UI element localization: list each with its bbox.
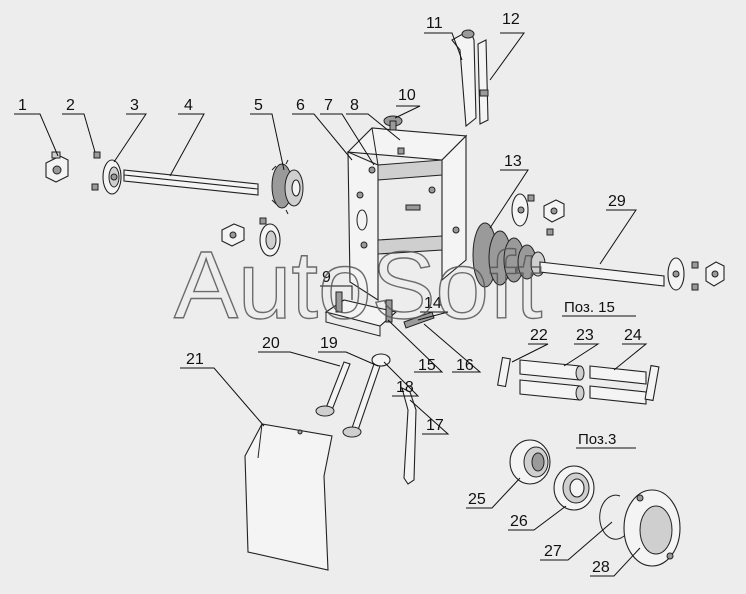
part-4-hex-shaft — [123, 169, 259, 196]
part-21-shield — [244, 423, 333, 571]
callout-12: 12 — [502, 11, 520, 28]
part-20-pin — [315, 361, 351, 417]
callout-5: 5 — [254, 97, 263, 114]
callout-29: 29 — [608, 193, 626, 210]
part-27-circlip — [599, 494, 625, 540]
part-15-base-plate — [324, 291, 398, 337]
callout-16: 16 — [456, 357, 474, 374]
callout-17: 17 — [426, 417, 444, 434]
part-29-right-shaft — [539, 257, 725, 291]
callout-10: 10 — [398, 87, 416, 104]
callout-8: 8 — [350, 97, 359, 114]
part-11-bracket — [451, 29, 477, 128]
callout-23: 23 — [576, 327, 594, 344]
callout-19: 19 — [320, 335, 338, 352]
part-3-bearing-flange — [91, 159, 122, 195]
part-25-bushing — [509, 439, 551, 485]
callout-4: 4 — [184, 97, 193, 114]
note-poz15: Поз. 15 — [564, 299, 615, 316]
callout-11: 11 — [426, 15, 443, 32]
callout-25: 25 — [468, 491, 486, 508]
callout-15: 15 — [418, 357, 436, 374]
part-12-rod — [477, 39, 489, 125]
part-13-cone-sprocket — [472, 222, 546, 288]
callout-7: 7 — [324, 97, 333, 114]
part-28-housing-cover — [623, 489, 681, 567]
callout-26: 26 — [510, 513, 528, 530]
callout-2: 2 — [66, 97, 75, 114]
callout-24: 24 — [624, 327, 642, 344]
part-bearing-set-right-upper — [511, 193, 565, 236]
callout-21: 21 — [186, 351, 204, 368]
callout-14: 14 — [424, 295, 442, 312]
callout-1: 1 — [18, 97, 27, 114]
part-bearing-set-left — [221, 217, 281, 257]
callout-22: 22 — [530, 327, 548, 344]
part-1-end-cap — [45, 151, 69, 183]
note-poz3: Поз.3 — [578, 431, 616, 448]
detail-poz15-rollers — [496, 356, 660, 405]
part-19-pin — [342, 353, 391, 438]
callout-27: 27 — [544, 543, 562, 560]
watermark-text: AutoSoft — [174, 232, 542, 339]
callout-13: 13 — [504, 153, 522, 170]
part-frame-body — [346, 127, 468, 302]
callout-3: 3 — [130, 97, 139, 114]
part-10-knob — [383, 115, 403, 131]
callout-28: 28 — [592, 559, 610, 576]
part-17-lever — [401, 386, 417, 485]
callout-9: 9 — [322, 269, 331, 286]
callout-20: 20 — [262, 335, 280, 352]
callout-6: 6 — [296, 97, 305, 114]
part-2-bolt — [93, 151, 101, 159]
part-5-sprocket — [271, 159, 304, 215]
callout-18: 18 — [396, 379, 414, 396]
part-26-bearing — [553, 465, 595, 511]
leader-lines — [14, 32, 648, 577]
